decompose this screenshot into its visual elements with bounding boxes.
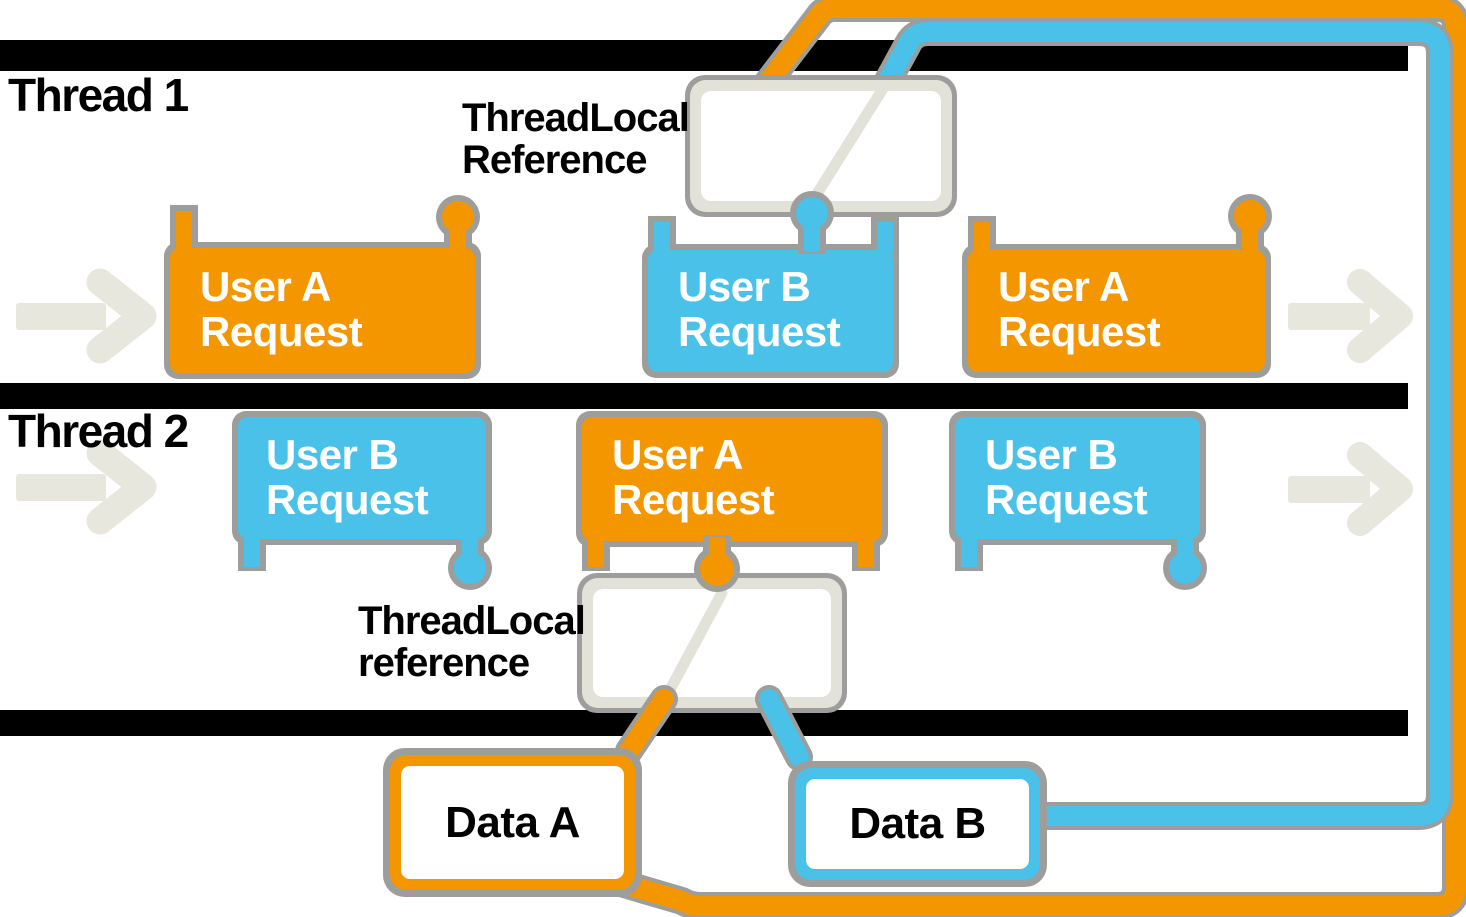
request-label-t2-3: User B Request: [985, 431, 1148, 524]
post-left: [974, 222, 990, 254]
post-right: [877, 222, 893, 254]
user-a-to-ref-bottom-connector: [694, 535, 740, 592]
arrow-head: [86, 268, 157, 364]
post-left: [654, 222, 670, 254]
arrow-head: [1347, 442, 1413, 536]
arrow-shaft: [1288, 303, 1370, 330]
data-a-box: [383, 748, 642, 897]
request-word: Request: [200, 308, 363, 356]
threadlocal-ref-box-top: [685, 75, 957, 217]
leg-left: [588, 537, 604, 567]
box-body: [955, 417, 1200, 539]
flow-arrow-right-2: [1288, 442, 1413, 536]
label-line1: ThreadLocal: [462, 96, 690, 140]
request-word: Request: [266, 476, 429, 524]
flow-arrow-right-1: [1288, 269, 1413, 363]
plug-circle: [796, 197, 828, 229]
request-label-t1-1: User A Request: [200, 263, 363, 356]
ref-to-data-a-link: [619, 689, 674, 761]
request-box-t2-user-b-1: [232, 411, 492, 590]
ref-box-fill: [593, 589, 831, 697]
plug-circle: [1234, 200, 1266, 232]
request-user: User A: [612, 431, 743, 478]
ref-to-data-b-link: [759, 689, 809, 767]
ref-box-fill: [701, 91, 941, 201]
data-b-fill: [806, 779, 1029, 869]
post-left: [176, 211, 192, 253]
request-word: Request: [612, 476, 775, 524]
request-user: User A: [200, 263, 331, 310]
thread2-label: Thread 2: [8, 405, 189, 457]
request-label-t2-1: User B Request: [266, 431, 429, 524]
label-line2: Reference: [462, 138, 647, 182]
ref-box-slash: [804, 81, 890, 211]
request-word: Request: [998, 308, 1161, 356]
threadlocal-ref-box-bottom: [577, 573, 847, 713]
request-word: Request: [985, 476, 1148, 524]
thread1-label: Thread 1: [8, 69, 189, 121]
arrow-shaft: [1288, 476, 1370, 503]
arrow-head: [1347, 269, 1413, 363]
ref-box-slash: [659, 587, 728, 705]
request-word: Request: [678, 308, 841, 356]
data-b-label: Data B: [849, 799, 986, 848]
request-box-t1-user-a-2: [962, 194, 1272, 378]
data-b-box: [788, 761, 1047, 887]
request-label-t1-2: User B Request: [678, 263, 841, 356]
thread3-bar: [0, 710, 1408, 736]
arrow-shaft: [16, 303, 106, 330]
box-body: [648, 250, 893, 372]
request-box-t1-user-a-1: [164, 195, 481, 379]
data-a-label: Data A: [445, 797, 580, 847]
box-body: [582, 417, 882, 541]
plug-circle: [442, 201, 474, 233]
request-label-t1-3: User A Request: [998, 263, 1161, 356]
label-line2: reference: [358, 641, 530, 685]
orange-reference-path: [614, 0, 1466, 916]
label-line1: ThreadLocal: [358, 599, 586, 643]
request-box-t2-user-a: [576, 411, 888, 571]
blue-reference-path: [874, 22, 1450, 826]
box-body: [238, 417, 486, 539]
plug-circle: [700, 552, 734, 586]
leg-left: [961, 535, 977, 567]
arrow-shaft: [16, 474, 106, 501]
data-a-fill: [401, 766, 624, 879]
flow-arrow-left-1: [16, 268, 157, 364]
request-label-t2-2: User A Request: [612, 431, 775, 524]
request-user: User A: [998, 263, 1129, 310]
plug-circle: [1169, 552, 1201, 584]
threadlocal-reference-label-top: ThreadLocal Reference: [462, 96, 690, 182]
request-user: User B: [678, 263, 811, 310]
thread2-bar: [0, 383, 1408, 409]
request-user: User B: [985, 431, 1118, 478]
box-body: [968, 250, 1265, 372]
leg-right: [858, 537, 874, 567]
ref-top-to-user-b-connector: [790, 191, 834, 254]
flow-arrow-left-2: [16, 439, 157, 535]
request-box-t2-user-b-2: [949, 411, 1207, 590]
box-body: [170, 248, 475, 373]
threadlocal-reference-label-bottom: ThreadLocal reference: [358, 599, 586, 685]
post-right: [1242, 230, 1258, 254]
request-user: User B: [266, 431, 399, 478]
request-box-t1-user-b: [642, 216, 899, 378]
plug-circle: [454, 552, 486, 584]
post-right: [450, 230, 466, 254]
leg-left: [244, 535, 260, 567]
arrow-head: [86, 439, 157, 535]
